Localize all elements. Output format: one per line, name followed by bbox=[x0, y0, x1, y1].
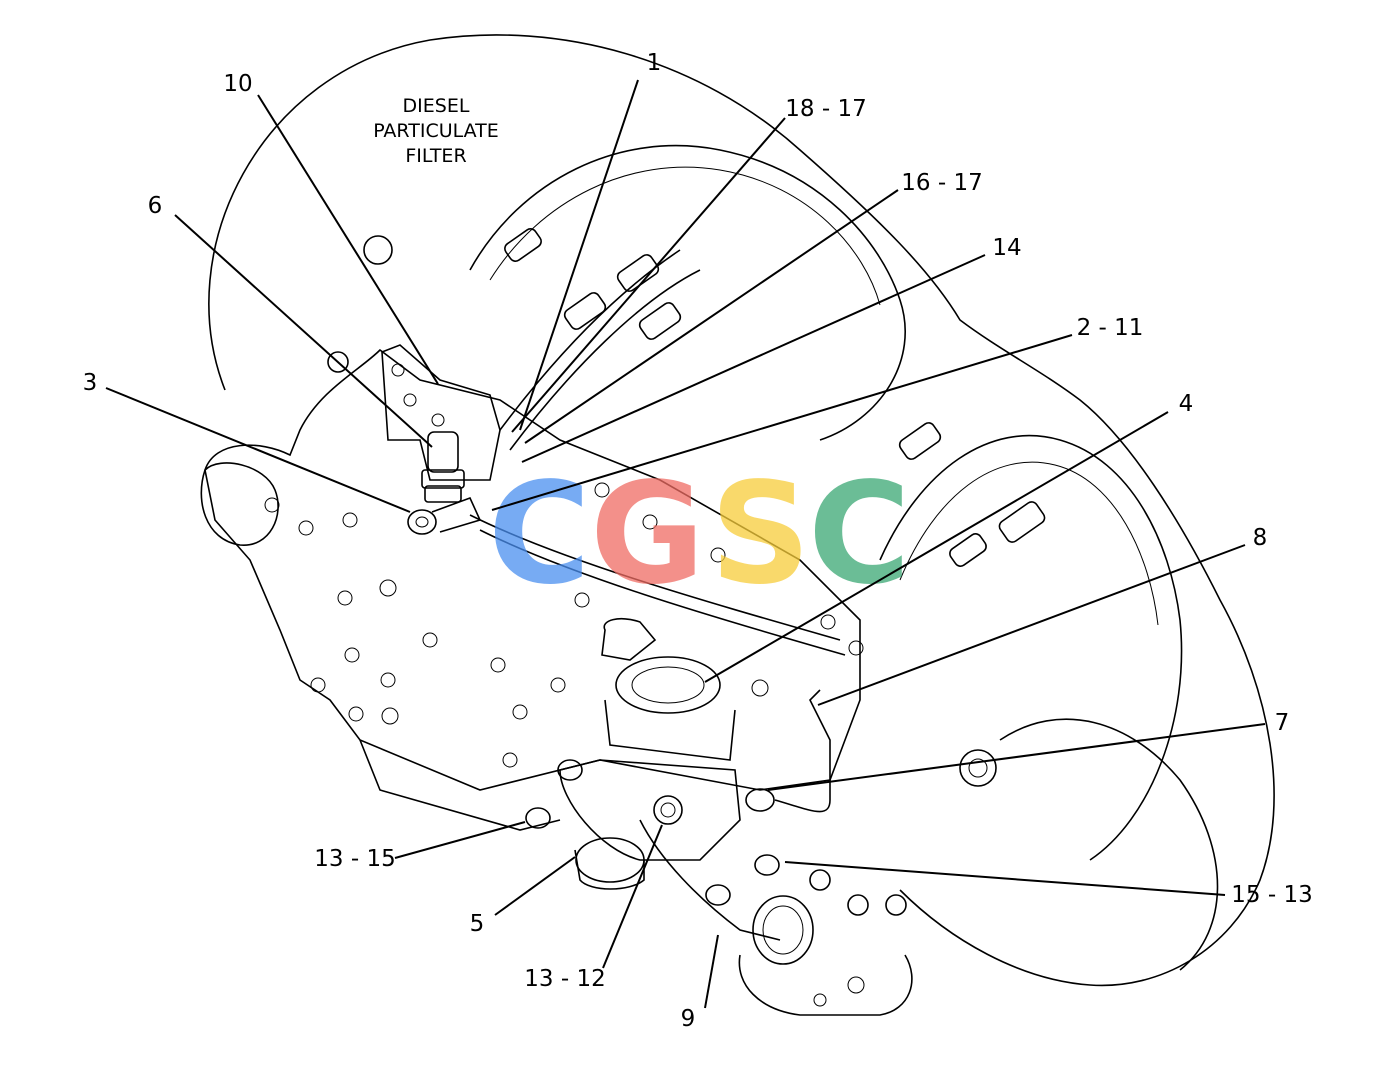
housing-boss bbox=[959, 749, 997, 787]
leader-5 bbox=[494, 856, 576, 916]
leader-2-11 bbox=[491, 334, 1073, 511]
watermark-letter-4: C bbox=[808, 453, 911, 616]
leader-16-17 bbox=[524, 189, 899, 444]
flange-bolt-1 bbox=[363, 235, 393, 265]
leader-6 bbox=[174, 214, 433, 448]
watermark-letter-2: G bbox=[590, 453, 705, 616]
mounting-plate bbox=[204, 348, 861, 791]
dpf-canister-outline bbox=[208, 34, 1275, 987]
valve-assembly bbox=[525, 618, 913, 1016]
leader-10 bbox=[257, 94, 439, 385]
sensor-tube-lower bbox=[469, 514, 841, 641]
dpf-flange-inner bbox=[489, 166, 881, 306]
dpf-outlet-flange-inner bbox=[899, 461, 1159, 626]
dpf-label-line-1: DIESEL bbox=[403, 95, 470, 117]
leader-13-12 bbox=[602, 824, 663, 969]
leader-8 bbox=[817, 544, 1246, 706]
leader-1 bbox=[519, 79, 639, 431]
watermark-letter-1: C bbox=[488, 453, 591, 616]
callout-13-15: 13 - 15 bbox=[314, 846, 395, 872]
lifting-eye bbox=[200, 462, 279, 546]
housing-boss-inner bbox=[968, 758, 988, 778]
callout-18-17: 18 - 17 bbox=[785, 96, 866, 122]
leader-9 bbox=[704, 934, 719, 1009]
callout-7: 7 bbox=[1275, 710, 1290, 736]
callout-2-11: 2 - 11 bbox=[1077, 315, 1144, 341]
dpf-right-housing bbox=[999, 718, 1219, 971]
sensor-bracket bbox=[381, 344, 501, 481]
leader-7 bbox=[767, 723, 1266, 791]
dpf-inlet-flange-ring bbox=[469, 144, 906, 441]
leader-14 bbox=[521, 254, 986, 463]
sensor-tube-lower-b bbox=[479, 529, 846, 656]
dpf-label-line-2: PARTICULATE bbox=[373, 120, 499, 142]
dpf-outlet-flange-ring bbox=[879, 434, 1183, 861]
plate-bolt-holes bbox=[264, 482, 864, 768]
flange-bolt-2 bbox=[327, 351, 349, 373]
callout-5: 5 bbox=[470, 911, 485, 937]
leader-15-13 bbox=[784, 861, 1226, 896]
callout-8: 8 bbox=[1253, 525, 1268, 551]
callout-15-13: 15 - 13 bbox=[1231, 882, 1312, 908]
callout-6: 6 bbox=[148, 193, 163, 219]
leader-3 bbox=[105, 387, 411, 513]
watermark-letter-3: S bbox=[710, 453, 811, 616]
sensor-tube-upper-b bbox=[509, 269, 701, 451]
flange-sensor-ports bbox=[504, 228, 1046, 567]
dpf-label: DIESEL PARTICULATE FILTER bbox=[373, 95, 499, 167]
dpf-label-line-3: FILTER bbox=[405, 145, 466, 167]
callout-13-12: 13 - 12 bbox=[524, 966, 605, 992]
leader-13-15 bbox=[394, 821, 526, 859]
callout-1: 1 bbox=[647, 50, 662, 76]
pressure-sensor bbox=[421, 431, 465, 503]
callout-3: 3 bbox=[83, 370, 98, 396]
callout-4: 4 bbox=[1179, 391, 1194, 417]
leader-4 bbox=[704, 411, 1169, 683]
leader-18-17 bbox=[511, 117, 786, 433]
leader-lines bbox=[105, 79, 1266, 1009]
lower-bracket bbox=[359, 739, 561, 831]
callout-labels: 1 10 18 - 17 16 - 17 6 14 2 - 11 3 4 8 7… bbox=[83, 50, 1313, 1032]
callout-10: 10 bbox=[223, 71, 252, 97]
elbow-fitting bbox=[407, 496, 482, 535]
watermark: C G S C bbox=[488, 453, 911, 616]
callout-14: 14 bbox=[992, 235, 1021, 261]
callout-16-17: 16 - 17 bbox=[901, 170, 982, 196]
callout-9: 9 bbox=[681, 1006, 696, 1032]
